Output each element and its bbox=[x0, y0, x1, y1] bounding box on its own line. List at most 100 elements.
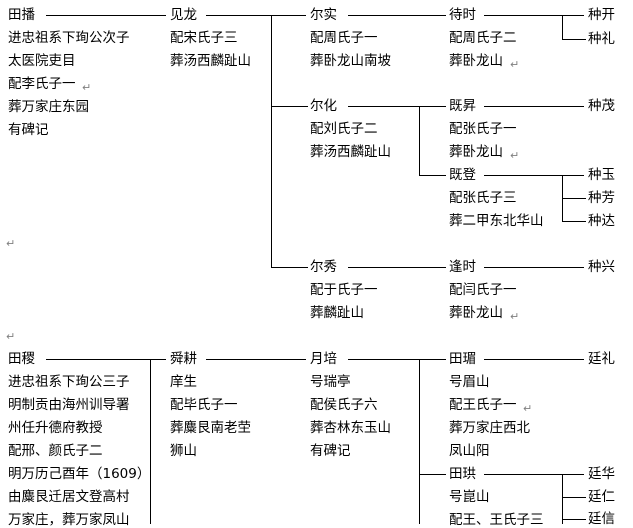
person-detail: 配于氏子一 bbox=[310, 282, 378, 298]
person-detail: 有碑记 bbox=[8, 122, 49, 138]
person-detail: 配毕氏子一 bbox=[170, 397, 238, 413]
person-detail: 配侯氏子六 bbox=[310, 397, 378, 413]
person-detail: 庠生 bbox=[170, 374, 197, 390]
return-mark: ↵ bbox=[510, 58, 520, 71]
connector bbox=[419, 474, 446, 475]
person-detail: 葬汤西麟趾山 bbox=[310, 144, 391, 160]
person-detail: 号瑞亭 bbox=[310, 374, 351, 390]
connector bbox=[562, 497, 586, 498]
person-detail: 号眉山 bbox=[449, 374, 490, 390]
person-name: 种达 bbox=[588, 213, 615, 229]
person-name: 待时 bbox=[449, 7, 476, 23]
connector bbox=[484, 15, 584, 16]
connector bbox=[562, 39, 586, 40]
person-name: 尔化 bbox=[310, 98, 337, 114]
person-detail: 葬万家庄西北 bbox=[449, 420, 530, 436]
person-name: 田瑂 bbox=[449, 351, 476, 367]
person-detail: 配王氏子一 bbox=[449, 397, 517, 413]
person-detail: 明万历己酉年（1609） bbox=[8, 466, 151, 482]
person-detail: 葬麟趾山 bbox=[310, 305, 364, 321]
person-name: 廷礼 bbox=[588, 351, 615, 367]
connector bbox=[206, 359, 306, 360]
return-mark: ↵ bbox=[523, 402, 533, 415]
person-detail: 太医院吏目 bbox=[8, 53, 76, 69]
person-detail: 配闫氏子一 bbox=[449, 282, 517, 298]
person-detail: 明制贡由海州训导署 bbox=[8, 397, 130, 413]
person-detail: 凤山阳 bbox=[449, 443, 490, 459]
connector bbox=[206, 15, 306, 16]
connector bbox=[484, 359, 584, 360]
person-detail: 有碑记 bbox=[310, 443, 351, 459]
person-name: 种玉 bbox=[588, 167, 615, 183]
connector bbox=[271, 267, 308, 268]
connector bbox=[562, 519, 586, 520]
return-mark: ↵ bbox=[6, 237, 16, 250]
connector bbox=[419, 175, 446, 176]
connector bbox=[419, 359, 420, 524]
person-detail: 万家庄，葬万家凤山 bbox=[8, 512, 130, 528]
connector bbox=[150, 359, 166, 360]
person-name: 舜耕 bbox=[170, 351, 197, 367]
person-name: 种礼 bbox=[588, 31, 615, 47]
person-detail: 狮山 bbox=[170, 443, 197, 459]
person-detail: 配王、王氏子三 bbox=[449, 512, 544, 528]
person-detail: 葬卧龙山南坡 bbox=[310, 53, 391, 69]
person-detail: 配张氏子一 bbox=[449, 121, 517, 137]
connector bbox=[271, 15, 272, 267]
connector bbox=[348, 359, 446, 360]
person-detail: 配邢、颜氏子二 bbox=[8, 443, 103, 459]
connector bbox=[562, 221, 586, 222]
person-detail: 州任升德府教授 bbox=[8, 420, 103, 436]
connector bbox=[348, 15, 446, 16]
person-name: 种兴 bbox=[588, 259, 615, 275]
person-detail: 葬万家庄东园 bbox=[8, 99, 89, 115]
connector bbox=[562, 15, 563, 39]
person-detail: 葬卧龙山 bbox=[449, 305, 503, 321]
person-name: 种开 bbox=[588, 7, 615, 23]
person-detail: 葬汤西麟趾山 bbox=[170, 53, 251, 69]
person-name: 见龙 bbox=[170, 7, 197, 23]
person-detail: 配李氏子一 bbox=[8, 76, 76, 92]
connector bbox=[484, 267, 584, 268]
person-detail: 号崑山 bbox=[449, 489, 490, 505]
person-name: 廷华 bbox=[588, 466, 615, 482]
return-mark: ↵ bbox=[510, 310, 520, 323]
connector bbox=[484, 106, 584, 107]
person-detail: 配周氏子二 bbox=[449, 30, 517, 46]
person-name: 田珙 bbox=[449, 466, 476, 482]
connector bbox=[419, 106, 420, 175]
person-detail: 进忠祖系下珣公三子 bbox=[8, 374, 130, 390]
return-mark: ↵ bbox=[82, 81, 92, 94]
person-name: 种茂 bbox=[588, 98, 615, 114]
person-detail: 葬卧龙山 bbox=[449, 144, 503, 160]
connector bbox=[46, 15, 166, 16]
return-mark: ↵ bbox=[6, 330, 16, 343]
person-name: 尔实 bbox=[310, 7, 337, 23]
connector bbox=[271, 106, 308, 107]
connector bbox=[46, 359, 150, 360]
person-name: 廷仁 bbox=[588, 489, 615, 505]
person-name: 田播 bbox=[8, 7, 35, 23]
person-detail: 进忠祖系下珣公次子 bbox=[8, 30, 130, 46]
return-mark: ↵ bbox=[510, 149, 520, 162]
person-name: 月培 bbox=[310, 351, 337, 367]
connector bbox=[348, 106, 446, 107]
connector bbox=[150, 359, 151, 524]
person-name: 尔秀 bbox=[310, 259, 337, 275]
connector bbox=[348, 267, 446, 268]
person-detail: 配刘氏子二 bbox=[310, 121, 378, 137]
connector bbox=[484, 175, 584, 176]
person-detail: 配宋氏子三 bbox=[170, 30, 238, 46]
person-detail: 葬二甲东北华山 bbox=[449, 213, 544, 229]
person-detail: 葬麋艮南老茔 bbox=[170, 420, 251, 436]
connector bbox=[562, 474, 563, 524]
person-name: 既昇 bbox=[449, 98, 476, 114]
person-name: 廷信 bbox=[588, 511, 615, 527]
person-name: 既登 bbox=[449, 167, 476, 183]
person-detail: 葬杏林东玉山 bbox=[310, 420, 391, 436]
person-detail: 由麋艮迁居文登高村 bbox=[8, 489, 130, 505]
person-detail: 配张氏子三 bbox=[449, 190, 517, 206]
person-name: 逢时 bbox=[449, 259, 476, 275]
person-detail: 葬卧龙山 bbox=[449, 53, 503, 69]
person-name: 种芳 bbox=[588, 190, 615, 206]
